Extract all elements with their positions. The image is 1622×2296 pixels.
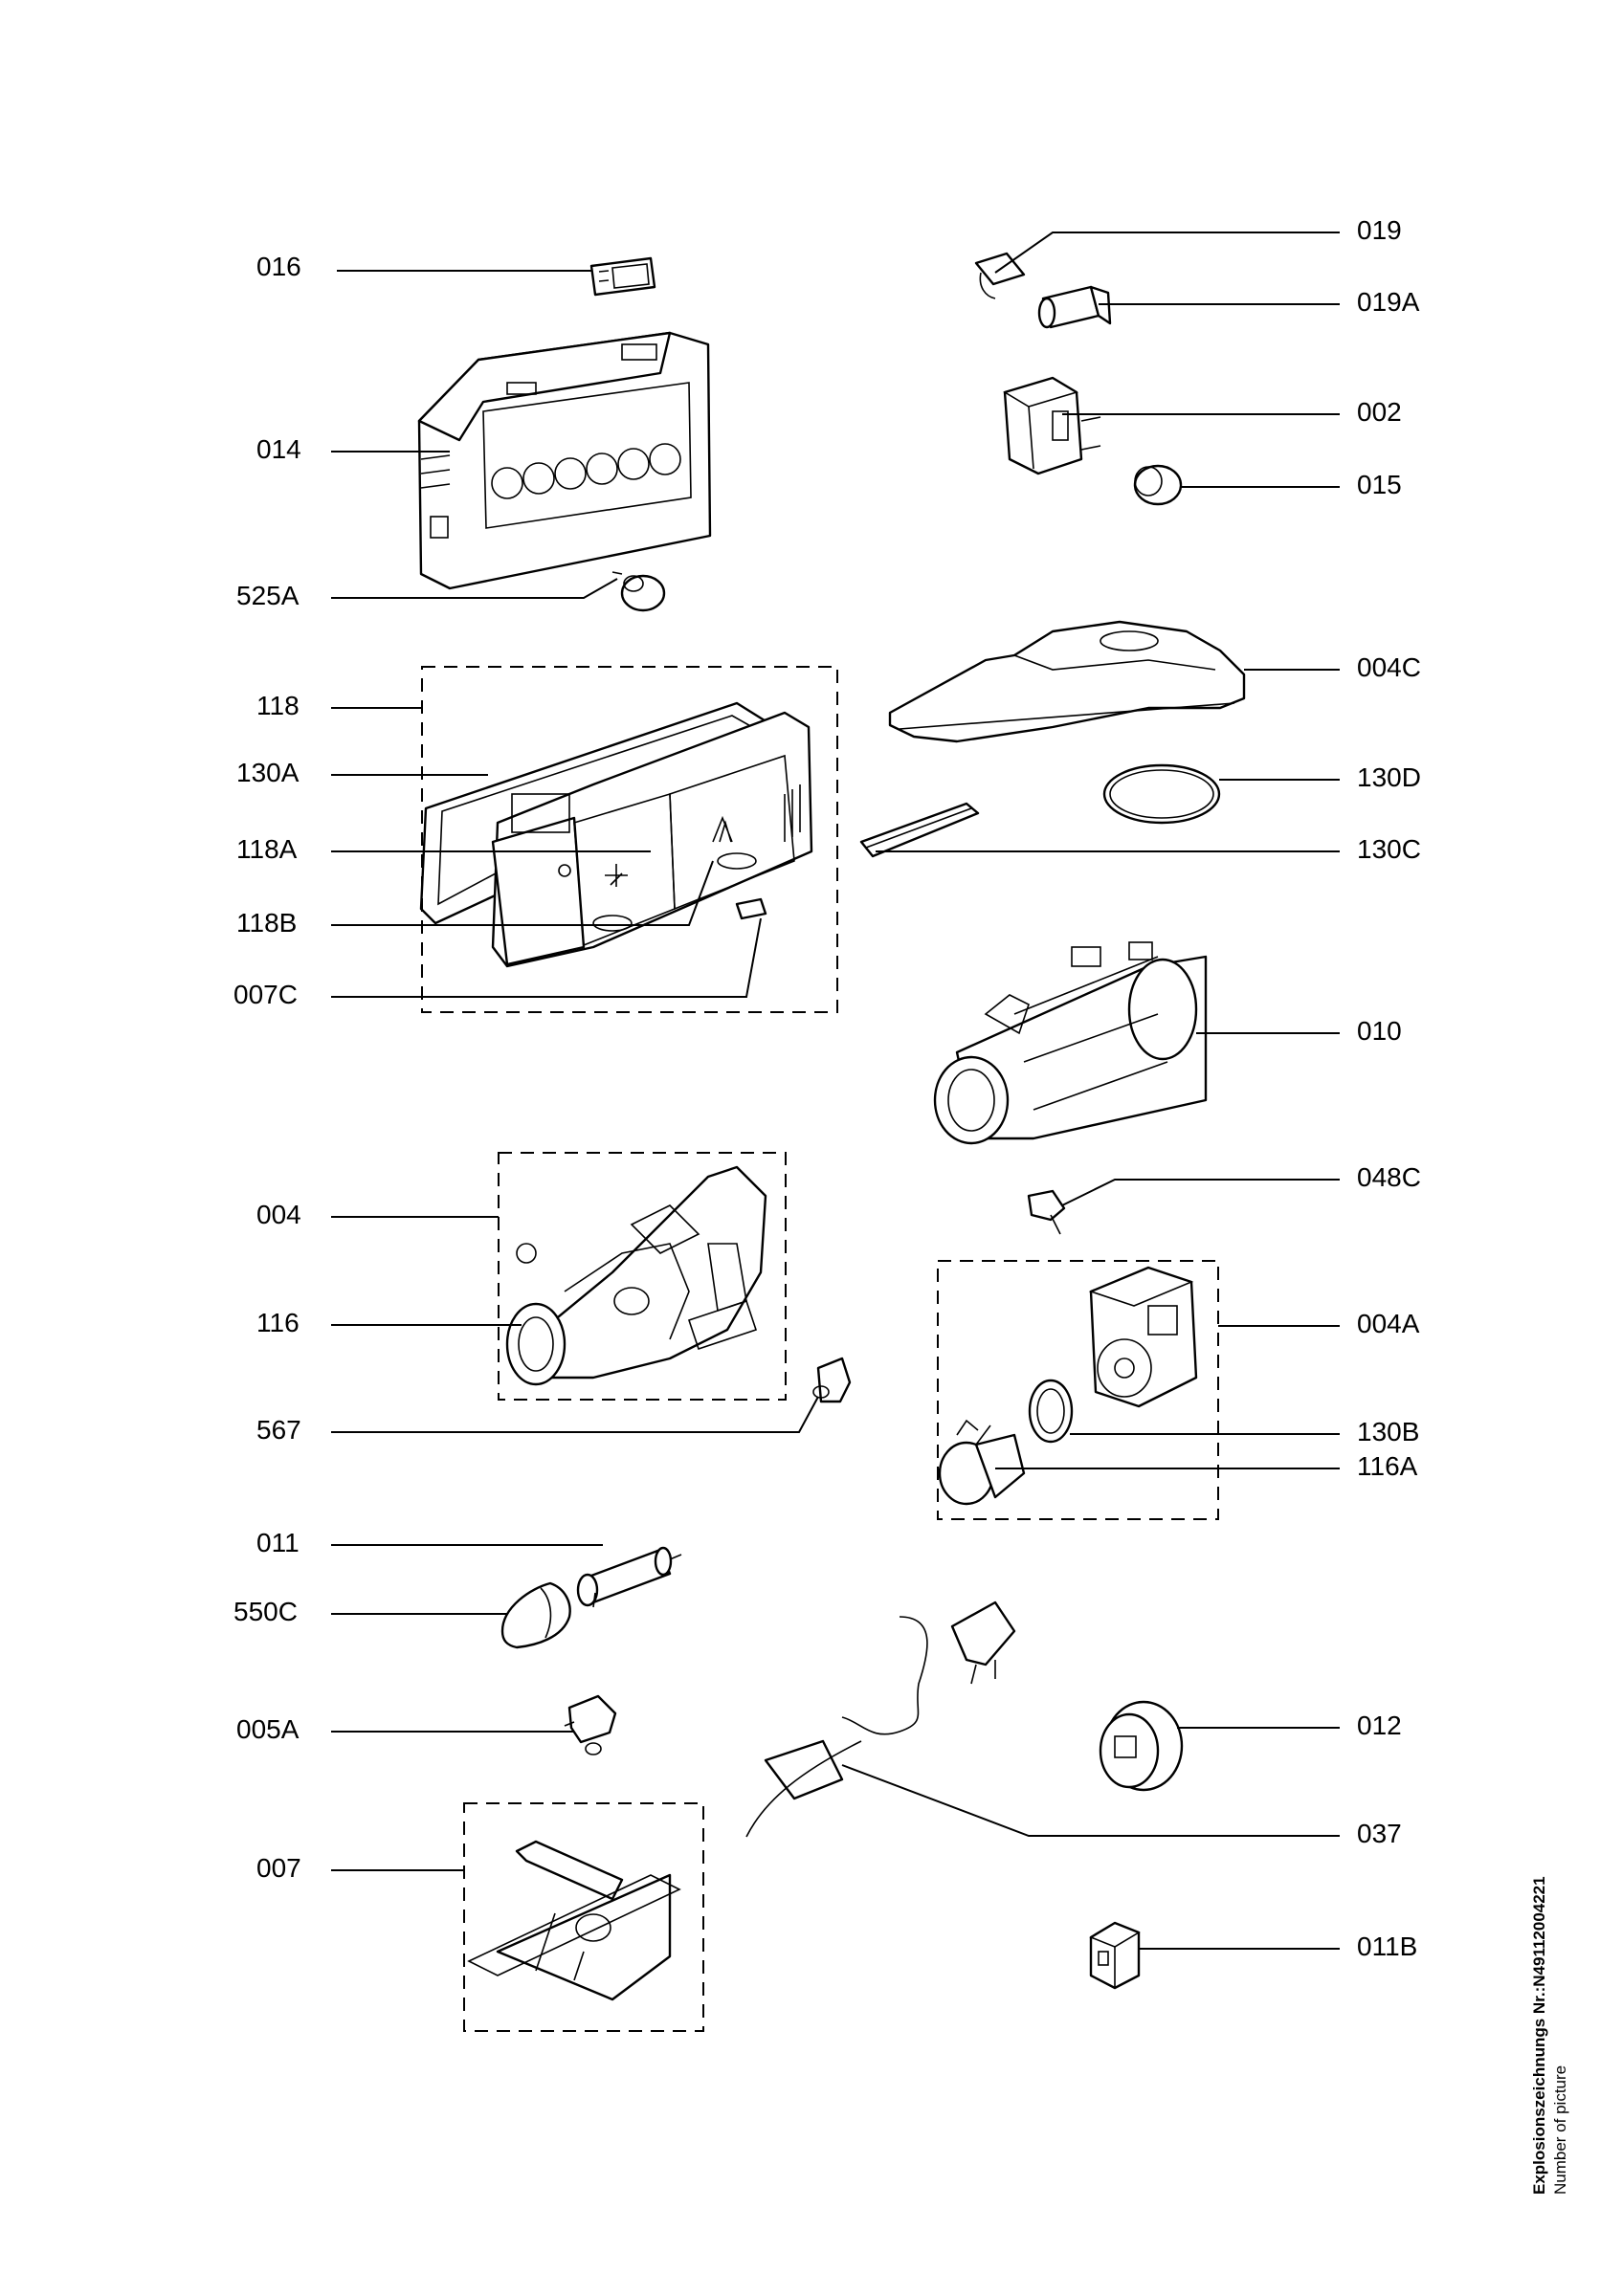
group-box-118 bbox=[421, 666, 838, 1013]
label-004C: 004C bbox=[1357, 652, 1421, 682]
caption-title: Explosionszeichnungs Nr.:N49112004221 bbox=[1530, 1876, 1548, 2195]
picture-number-caption: Explosionszeichnungs Nr.:N49112004221 Nu… bbox=[1529, 1793, 1615, 2195]
part-116A-pump-part bbox=[938, 1419, 1026, 1506]
part-014-control-unit bbox=[417, 331, 712, 590]
label-116A: 116A bbox=[1357, 1451, 1418, 1481]
leader-lines bbox=[331, 232, 1340, 1950]
label-015: 015 bbox=[1357, 470, 1402, 499]
label-002: 002 bbox=[1357, 397, 1402, 427]
group-box-004A bbox=[937, 1260, 1219, 1520]
label-019: 019 bbox=[1357, 215, 1402, 245]
part-037-hose-plug bbox=[745, 1601, 1016, 1838]
label-007: 007 bbox=[256, 1853, 301, 1883]
label-011: 011 bbox=[256, 1528, 300, 1557]
part-004-circulation-pump bbox=[505, 1165, 767, 1386]
label-118: 118 bbox=[256, 691, 300, 720]
part-525A-button bbox=[611, 571, 666, 612]
part-007C-clip bbox=[735, 897, 767, 920]
label-118A: 118A bbox=[236, 834, 298, 864]
part-002-door-switch bbox=[1003, 376, 1101, 475]
group-box-007 bbox=[463, 1802, 704, 2032]
label-130C: 130C bbox=[1357, 834, 1421, 864]
group-box-004 bbox=[498, 1152, 787, 1401]
label-011B: 011B bbox=[1357, 1932, 1417, 1961]
label-007C: 007C bbox=[233, 980, 298, 1009]
label-048C: 048C bbox=[1357, 1162, 1421, 1192]
part-010-heater bbox=[933, 941, 1208, 1145]
part-118-dispenser-body bbox=[491, 711, 813, 968]
caption-subtitle: Number of picture bbox=[1551, 2064, 1569, 2195]
part-130C-strip bbox=[859, 802, 980, 858]
part-550C-cap bbox=[500, 1581, 571, 1649]
label-005A: 005A bbox=[236, 1714, 300, 1744]
part-011-capacitor bbox=[576, 1546, 682, 1608]
part-007-spray-arm bbox=[467, 1840, 681, 2001]
part-011B-relay bbox=[1089, 1921, 1141, 1990]
part-labels: 016 014 525A 118 130A 118A 118B 007C 004… bbox=[233, 215, 1421, 1961]
part-004C-cover bbox=[888, 620, 1246, 743]
label-130D: 130D bbox=[1357, 762, 1421, 792]
part-130D-ring bbox=[1102, 763, 1221, 825]
label-012: 012 bbox=[1357, 1711, 1402, 1740]
part-130B-seal bbox=[1028, 1379, 1074, 1444]
part-048C-sensor bbox=[1027, 1189, 1066, 1235]
label-130A: 130A bbox=[236, 758, 300, 787]
label-014: 014 bbox=[256, 434, 301, 464]
label-525A: 525A bbox=[236, 581, 300, 610]
part-567-clip bbox=[812, 1357, 852, 1403]
label-016: 016 bbox=[256, 252, 301, 281]
label-004A: 004A bbox=[1357, 1309, 1420, 1338]
label-116: 116 bbox=[256, 1308, 300, 1337]
part-004A-drain-pump bbox=[1088, 1266, 1198, 1408]
label-019A: 019A bbox=[1357, 287, 1420, 317]
part-015-knob bbox=[1133, 464, 1183, 506]
label-118B: 118B bbox=[236, 908, 297, 938]
part-019-clip bbox=[974, 252, 1026, 299]
part-005A-valve bbox=[564, 1694, 617, 1755]
label-004: 004 bbox=[256, 1200, 301, 1229]
part-019A-plunger bbox=[1037, 285, 1112, 329]
part-012-wheel bbox=[1099, 1700, 1184, 1792]
label-010: 010 bbox=[1357, 1016, 1402, 1046]
part-016-display bbox=[589, 256, 656, 297]
label-567: 567 bbox=[256, 1415, 301, 1445]
label-130B: 130B bbox=[1357, 1417, 1419, 1446]
label-037: 037 bbox=[1357, 1819, 1402, 1848]
label-550C: 550C bbox=[233, 1597, 298, 1626]
